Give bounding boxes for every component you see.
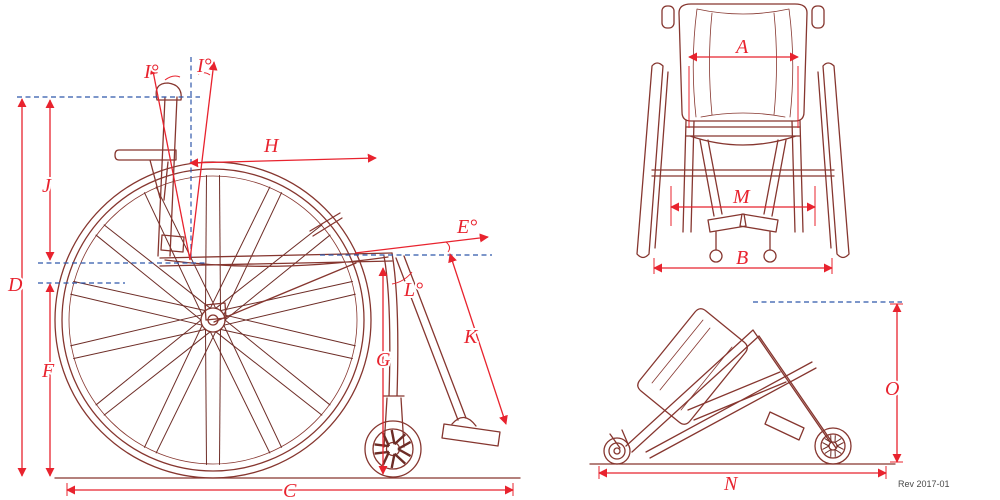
tilt-wheel-rim	[820, 433, 846, 459]
tilt-caster-tire	[603, 437, 631, 465]
front-down-tube	[383, 252, 405, 448]
side-frame	[114, 82, 501, 448]
dimension-labels: D J F C H G K E° L° I° I° A M B O N	[5, 34, 901, 500]
label-G: G	[376, 349, 391, 371]
front-view	[636, 3, 850, 263]
armrest	[114, 149, 177, 201]
label-C: C	[283, 480, 297, 500]
tilt-caster-hub	[613, 447, 621, 455]
tilt-wheel-tire	[814, 427, 852, 465]
label-M: M	[732, 186, 751, 208]
front-casters	[715, 231, 771, 251]
tilt-caster-rim	[608, 442, 626, 460]
label-F: F	[41, 360, 55, 382]
tilt-footplate	[764, 411, 805, 441]
tire-inner	[61, 168, 365, 472]
caster-wheel	[364, 420, 422, 478]
label-O: O	[885, 378, 899, 400]
brake-lever	[309, 212, 343, 237]
axle-tube	[204, 262, 357, 323]
rear-wheel	[54, 161, 372, 479]
seat-front	[685, 126, 801, 146]
angle-arcs	[164, 72, 451, 285]
wheel-left-front	[636, 62, 669, 259]
dimension-lines	[17, 52, 903, 496]
footplates-front	[707, 213, 779, 233]
hangers-front	[699, 139, 787, 217]
label-E: E°	[456, 216, 477, 238]
back-clamp	[160, 234, 185, 253]
label-K: K	[463, 326, 479, 348]
label-I-right: I°	[196, 55, 212, 77]
tilt-backrest-contours	[651, 319, 733, 411]
reference-lines	[17, 57, 902, 303]
tire-outer	[54, 161, 372, 479]
front-caster-wheel-left	[709, 249, 723, 263]
revision-note: Rev 2017-01	[898, 479, 950, 489]
handrim	[68, 175, 358, 465]
tilt-wheel-spokes	[822, 435, 844, 457]
push-handle-left	[661, 5, 675, 29]
label-B: B	[736, 247, 748, 269]
caster-rim	[372, 428, 414, 470]
wheel-right-front	[817, 62, 850, 259]
spoke-set	[70, 175, 356, 465]
tilt-backrest-shell	[637, 308, 748, 425]
dim-line-I-right	[189, 61, 218, 261]
backrest-contours	[692, 8, 794, 118]
dim-line-E-angle	[354, 233, 489, 254]
label-J: J	[42, 175, 52, 197]
label-I-left: I°	[143, 61, 159, 83]
dim-line-H	[189, 153, 377, 168]
extension-ticks	[66, 66, 903, 496]
label-D: D	[7, 274, 23, 296]
backrest-shell	[678, 3, 808, 122]
label-L: L°	[403, 279, 423, 301]
label-N: N	[723, 473, 739, 495]
tilt-view	[589, 308, 896, 465]
side-view	[54, 82, 521, 479]
dim-line-K	[448, 253, 508, 425]
label-A: A	[734, 36, 749, 58]
seat-rails	[159, 252, 393, 267]
camber-tube	[651, 169, 835, 177]
tilt-frame	[609, 329, 837, 459]
footplate	[441, 416, 501, 447]
label-H: H	[263, 135, 280, 157]
push-handle-right	[811, 5, 825, 29]
caster-spokes	[374, 429, 412, 469]
hub-outer	[200, 307, 226, 333]
front-caster-wheel-right	[763, 249, 777, 263]
dim-line-I-left	[149, 65, 191, 261]
caster-tire	[364, 420, 422, 478]
